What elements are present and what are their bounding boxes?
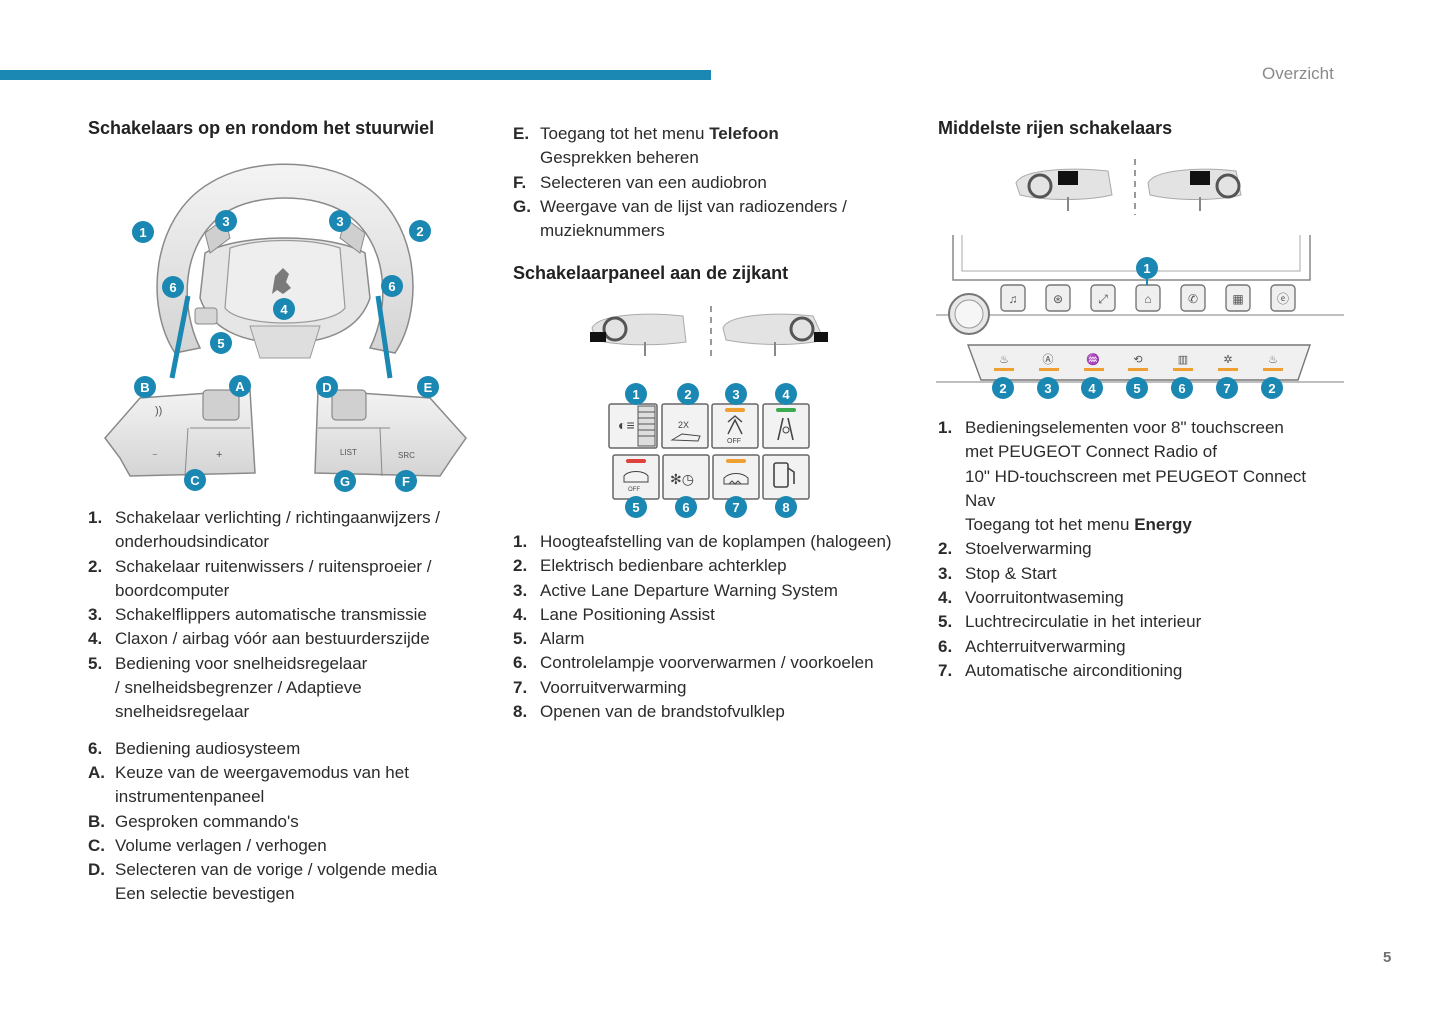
center-switch-rows-diagram: ♫ ⊛ ⤢ ⌂ ✆ ▦ ⓔ 1 ♨ Ⓐ ♒ ⟲ ▥ ✲ ♨ 2 3 4 5 6 7 2 <box>936 159 1344 399</box>
svg-text:◐≡: ◐≡ <box>618 417 635 433</box>
callout-f: F <box>402 474 410 489</box>
callout-c: C <box>190 473 200 488</box>
side-panel-legend: 1.Hoogteafstelling van de koplampen (hal… <box>513 530 913 724</box>
svg-text:▦: ▦ <box>1232 292 1243 306</box>
svg-text:✆: ✆ <box>1188 292 1198 306</box>
alarm-off-label: OFF <box>628 487 640 493</box>
callout-4: 4 <box>782 387 790 402</box>
list-item: 4.Claxon / airbag vóór aan bestuurderszi… <box>88 629 430 649</box>
callout-6-left: 6 <box>169 280 176 295</box>
list-item: G.Weergave van de lijst van radiozenders… <box>513 196 847 241</box>
callout-3-right: 3 <box>336 214 343 229</box>
callout-4: 4 <box>280 302 288 317</box>
svg-text:▥: ▥ <box>1178 354 1188 366</box>
callout-8: 8 <box>782 500 789 515</box>
svg-text:♨: ♨ <box>999 354 1009 366</box>
list-item: 6.Achterruitverwarming <box>938 636 1126 656</box>
list-item: 5.Bediening voor snelheidsregelaar/ snel… <box>88 653 368 722</box>
callout-2-right: 2 <box>1268 381 1275 396</box>
callout-1: 1 <box>1143 261 1150 276</box>
header-accent-bar <box>0 70 711 80</box>
list-item: 2.Schakelaar ruitenwissers / ruitensproe… <box>88 556 432 600</box>
callout-5: 5 <box>1133 381 1140 396</box>
list-item: B.Gesproken commando's <box>88 811 299 831</box>
callout-6: 6 <box>682 500 689 515</box>
svg-text:Ⓐ: Ⓐ <box>1043 353 1054 366</box>
list-item: 8.Openen van de brandstofvulklep <box>513 702 785 722</box>
callout-b: B <box>140 380 149 395</box>
list-item: F.Selecteren van een audiobron <box>513 172 767 192</box>
callout-3: 3 <box>1044 381 1051 396</box>
svg-text:⤢: ⤢ <box>1097 292 1108 306</box>
callout-a: A <box>235 379 245 394</box>
list-item: 1.Schakelaar verlichting / richtingaanwi… <box>88 508 441 552</box>
callout-3: 3 <box>732 387 739 402</box>
svg-text:♫: ♫ <box>1009 292 1018 306</box>
svg-text:♨: ♨ <box>1268 354 1278 366</box>
list-item: 1. Bedieningselementen voor 8" touchscre… <box>938 418 1307 535</box>
list-item: 6.Controlelampje voorverwarmen / voorkoe… <box>513 653 874 673</box>
src-button-label: SRC <box>398 451 415 460</box>
steering-wheel-title: Schakelaars op en rondom het stuurwiel <box>88 118 435 138</box>
callout-6: 6 <box>1178 381 1185 396</box>
list-item: 4.Lane Positioning Assist <box>513 604 715 624</box>
svg-text:ⓔ: ⓔ <box>1277 292 1289 306</box>
callout-7: 7 <box>732 500 739 515</box>
list-item: 1.Hoogteafstelling van de koplampen (hal… <box>513 532 892 551</box>
svg-text:⌂: ⌂ <box>1144 292 1151 306</box>
list-button-label: LIST <box>340 448 357 457</box>
list-item: 4.Voorruitontwaseming <box>938 588 1124 608</box>
callout-7: 7 <box>1223 381 1230 396</box>
svg-text:+: + <box>216 449 222 461</box>
svg-text:⁻: ⁻ <box>152 451 158 463</box>
list-item: D.Selecteren van de vorige / volgende me… <box>88 860 438 904</box>
list-item: 7.Automatische airconditioning <box>938 660 1183 680</box>
lane-warning-off-label: OFF <box>727 438 741 445</box>
center-switches-legend: 1. Bedieningselementen voor 8" touchscre… <box>938 416 1338 683</box>
list-item: 6.Bediening audiosysteem <box>88 738 301 758</box>
list-item: 2.Elektrisch bedienbare achterklep <box>513 556 787 576</box>
section-label: Overzicht <box>1262 64 1334 83</box>
callout-1: 1 <box>632 387 639 402</box>
callout-e: E <box>424 380 433 395</box>
list-item: 3.Stop & Start <box>938 563 1057 583</box>
list-item: 3.Schakelflippers automatische transmiss… <box>88 605 427 625</box>
list-item: 2.Stoelverwarming <box>938 539 1092 559</box>
callout-1: 1 <box>139 225 146 240</box>
callout-2-left: 2 <box>999 381 1006 396</box>
page-number: 5 <box>1383 949 1392 966</box>
list-item: 5.Luchtrecirculatie in het interieur <box>938 612 1202 632</box>
callout-4: 4 <box>1088 381 1096 396</box>
callout-d: D <box>322 380 331 395</box>
tailgate-2x-label: 2X <box>678 420 689 430</box>
callout-2: 2 <box>416 224 423 239</box>
svg-text:)): )) <box>155 405 162 417</box>
callout-3-left: 3 <box>222 214 229 229</box>
list-item: 3.Active Lane Departure Warning System <box>513 580 838 600</box>
callout-5: 5 <box>217 336 224 351</box>
center-switches-title: Middelste rijen schakelaars <box>938 118 1173 138</box>
steering-wheel-legend: 1.Schakelaar verlichting / richtingaanwi… <box>88 506 478 907</box>
svg-text:✲: ✲ <box>1223 354 1232 366</box>
callout-6-right: 6 <box>388 279 395 294</box>
list-item: 7.Voorruitverwarming <box>513 677 687 697</box>
list-item: 5.Alarm <box>513 629 585 649</box>
side-switch-panel-diagram: ◐≡ 2X OFF OFF ✻◷ 1 2 3 4 5 6 7 8 <box>590 306 828 518</box>
steering-wheel-diagram: )) ⁻ + LIST SRC 1 2 3 3 4 5 6 6 A B C D … <box>104 163 467 492</box>
callout-2: 2 <box>684 387 691 402</box>
callout-5: 5 <box>632 500 639 515</box>
svg-text:⊛: ⊛ <box>1053 292 1063 306</box>
callout-g: G <box>340 474 350 489</box>
list-item: C.Volume verlagen / verhogen <box>88 835 327 855</box>
side-panel-title: Schakelaarpaneel aan de zijkant <box>513 263 789 283</box>
svg-text:♒: ♒ <box>1086 353 1100 366</box>
svg-text:✻◷: ✻◷ <box>670 471 694 487</box>
svg-text:⟲: ⟲ <box>1133 354 1142 366</box>
